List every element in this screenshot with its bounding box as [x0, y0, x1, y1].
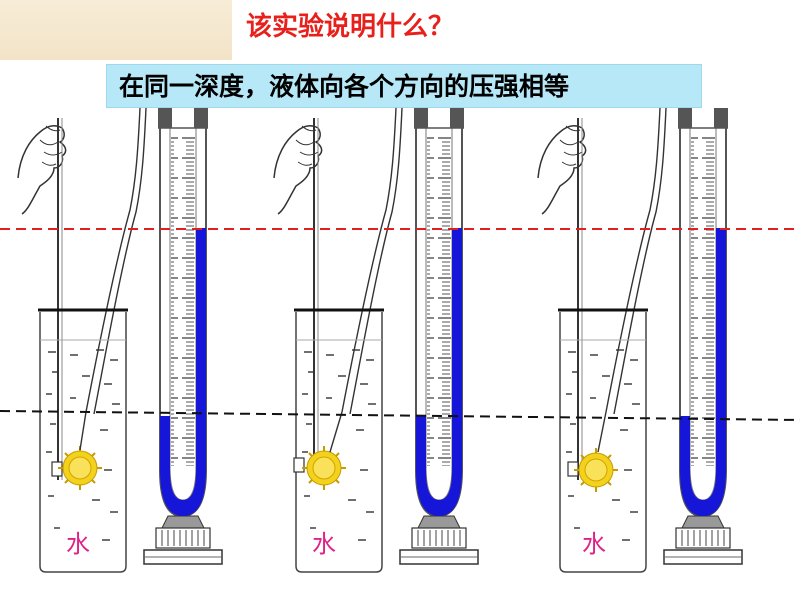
setup-3: 水	[536, 106, 744, 574]
water-label-1: 水	[66, 530, 90, 558]
question-text: 该实验说明什么？	[246, 12, 455, 42]
title-background	[0, 0, 232, 60]
water-label-2: 水	[312, 530, 336, 558]
setup-2: 水	[272, 106, 480, 574]
probe-membrane-2	[301, 445, 347, 491]
answer-box: 在同一深度，液体向各个方向的压强相等	[106, 64, 702, 108]
depth-level-line	[0, 410, 800, 421]
probe-membrane-3	[573, 447, 619, 493]
probe-membrane-1	[57, 445, 103, 491]
water-label-3: 水	[582, 530, 606, 558]
setup-1: 水	[16, 106, 224, 574]
answer-text: 在同一深度，液体向各个方向的压强相等	[119, 72, 570, 101]
